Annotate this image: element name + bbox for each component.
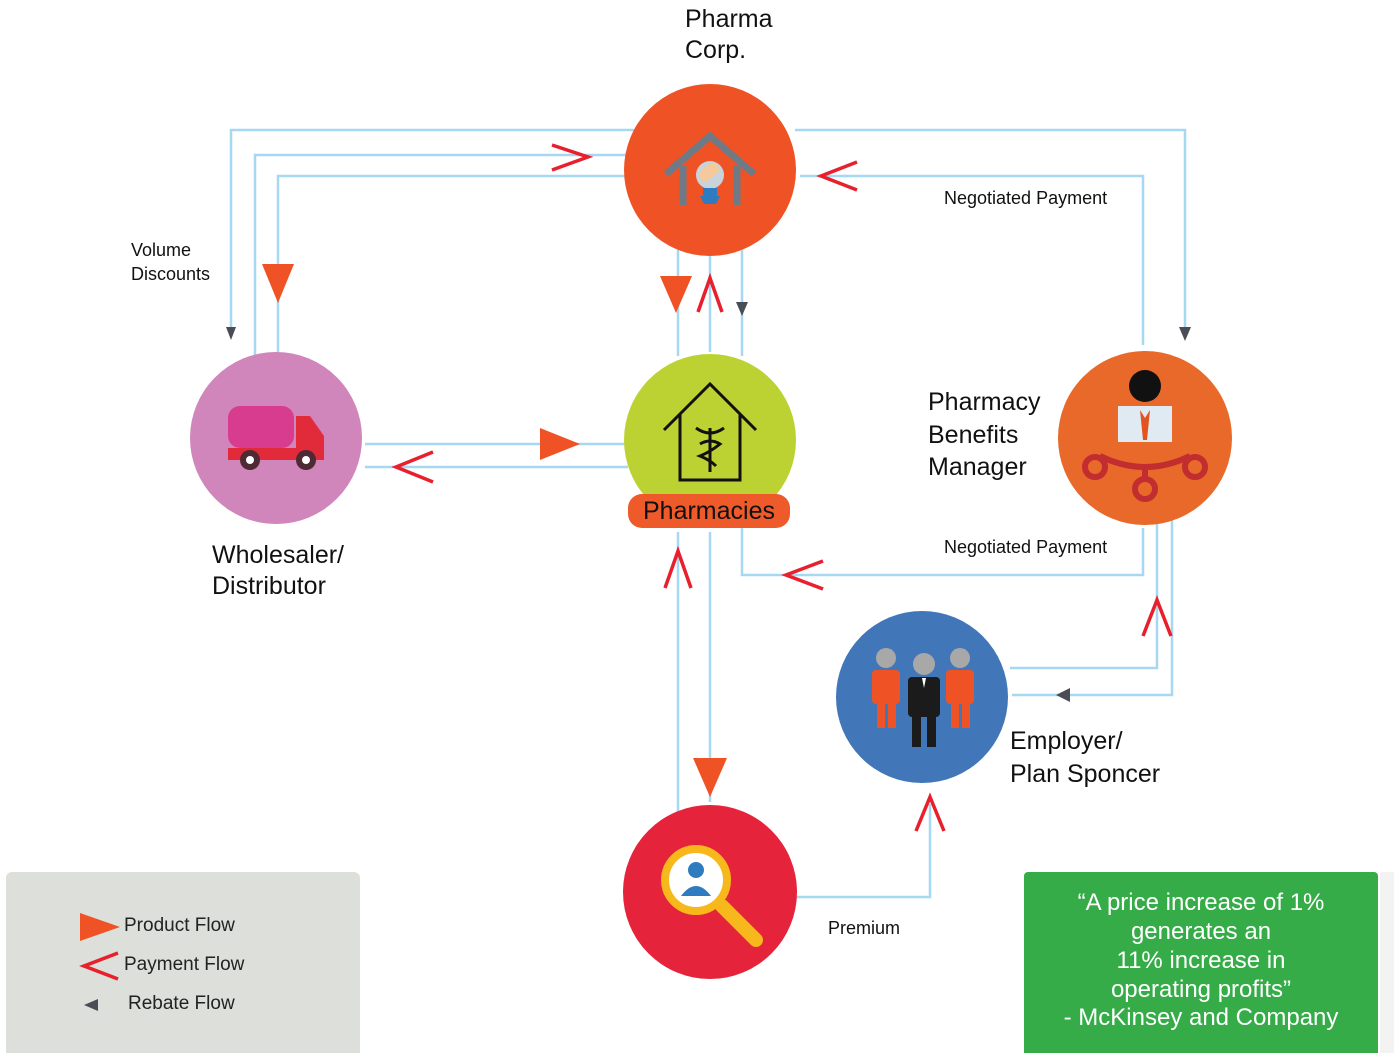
payment-flow-legend-icon <box>79 951 119 981</box>
product-flow-legend-icon <box>80 913 120 941</box>
rebate-arrow-pharma-wholesaler <box>226 327 236 340</box>
product-arrow-wholesaler-pharmacies <box>540 428 580 460</box>
negotiated-payment-bottom-label: Negotiated Payment <box>944 537 1108 557</box>
pharmacy-caduceus-icon <box>662 381 758 482</box>
line-pharma-wholesaler-outer <box>229 128 640 330</box>
payment-arrow-pbm-pharma <box>816 160 858 192</box>
quote-attribution: - McKinsey and Company <box>1063 1004 1339 1031</box>
legend-payment-label: Payment Flow <box>124 954 245 975</box>
pharma-building-icon <box>663 131 757 205</box>
manager-network-icon <box>1082 370 1208 502</box>
payment-arrow-pharmacies-pharma <box>696 272 724 313</box>
payment-flow-arrows <box>391 143 1173 832</box>
product-flow-arrows <box>262 264 727 797</box>
rebate-arrow-pharma-pharmacies <box>736 302 748 316</box>
pharmacies-label: Pharmacies <box>628 494 790 528</box>
truck-icon <box>228 406 324 470</box>
product-arrow-pharma-wholesaler <box>262 264 294 303</box>
line-pharma-pbm <box>795 128 1187 330</box>
quote-side-strip <box>1380 872 1394 1053</box>
legend-rebate: Rebate Flow <box>6 990 360 1020</box>
product-arrow-pharmacies-patient <box>693 758 727 797</box>
legend-rebate-label: Rebate Flow <box>128 993 235 1014</box>
connector-lines <box>229 128 1187 899</box>
legend-product-label: Product Flow <box>124 915 235 936</box>
payment-arrow-pbm-pharmacies <box>781 559 824 591</box>
rebate-flow-arrows <box>226 302 1191 702</box>
negotiated-payment-top-label: Negotiated Payment <box>944 188 1108 208</box>
employer-label: Employer/Plan Sponcer <box>1010 727 1161 788</box>
payment-arrow-patient-employer <box>914 792 946 832</box>
rebate-arrow-pharma-pbm <box>1179 327 1191 341</box>
payment-arrow-wholesaler-pharma <box>551 143 594 172</box>
patient-search-icon <box>661 845 763 947</box>
rebate-arrow-pbm-employer <box>1056 688 1070 702</box>
rebate-flow-legend-icon <box>84 999 98 1011</box>
legend: Product Flow Payment Flow Rebate Flow <box>6 872 360 1053</box>
employees-group-icon <box>872 648 974 747</box>
quote-text: “A price increase of 1% generates an 11%… <box>1077 889 1325 1003</box>
quote-box: “A price increase of 1% generates an 11%… <box>1024 872 1378 1053</box>
line-employer-pbm <box>1010 520 1159 670</box>
premium-label: Premium <box>828 918 901 938</box>
payment-arrow-patient-pharmacies <box>663 545 693 589</box>
line-pbm-pharmacies <box>740 526 1145 577</box>
legend-payment: Payment Flow <box>6 951 360 981</box>
payment-arrow-pharmacies-wholesaler <box>391 450 434 484</box>
line-pbm-pharma <box>800 174 1145 345</box>
line-pharma-wholesaler-inner <box>276 174 635 360</box>
payment-arrow-employer-pbm <box>1141 595 1173 637</box>
wholesaler-label: Wholesaler/Distributor <box>212 541 344 600</box>
legend-product: Product Flow <box>6 912 360 942</box>
product-arrow-pharma-pharmacies <box>660 276 692 313</box>
line-wholesaler-pharma-mid <box>253 153 628 355</box>
line-patient-employer <box>796 804 932 899</box>
